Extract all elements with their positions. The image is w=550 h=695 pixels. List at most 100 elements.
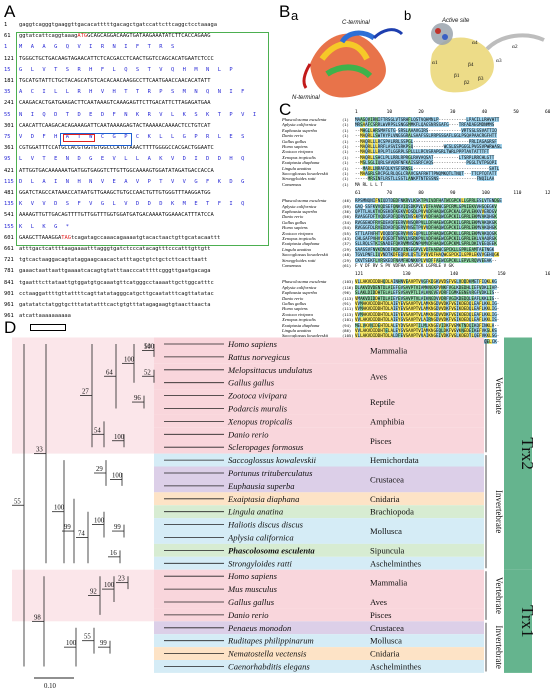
taxon-group-label: Reptile xyxy=(370,397,395,407)
alignment-row-start: (1) xyxy=(342,127,349,133)
protein-ribbon-b xyxy=(430,23,545,93)
taxon-label: Euphausia superba xyxy=(227,481,295,491)
alignment-row-start: (113) xyxy=(342,311,354,317)
alignment-position-label: 140 xyxy=(450,272,459,278)
sequence-position: 121 xyxy=(4,55,14,62)
sequence-position: 181 xyxy=(4,78,14,84)
bootstrap-value: 99 xyxy=(100,640,107,647)
alignment-row-start: (1) xyxy=(342,149,349,155)
c-terminal-label: C-terminal xyxy=(342,20,370,26)
sequence-position: 15 xyxy=(4,66,11,73)
alignment-species-name: Homo sapiens xyxy=(282,225,308,231)
alignment-sequence: VLLAKVDIDDHQDLAINHNVEAVPTVVGFKDGKVVDSFVG… xyxy=(355,279,497,285)
taxon-group-label: Crustacea xyxy=(370,474,404,484)
bootstrap-value: 23 xyxy=(118,576,125,583)
alignment-sequence: VMAKVDIDDHTDLAIEYEVSAVPTVLAIKNGDVVDRFVGI… xyxy=(355,295,500,301)
sequence-position: 241 xyxy=(4,100,14,107)
alignment-species-name: Aplysia californica xyxy=(282,284,317,290)
sequence-position: 61 xyxy=(4,33,11,40)
trx2-label: Trx2 xyxy=(518,437,537,469)
bootstrap-value: 98 xyxy=(34,614,41,621)
alignment-row-start: (1) xyxy=(342,160,349,166)
amino-acid-text: V D F H A T W C G P C K L L G P R L E S xyxy=(19,134,247,140)
active-site-box xyxy=(63,134,95,142)
alignment-species-name: Danio rerio xyxy=(282,133,304,139)
sequence-position: 481 xyxy=(4,190,14,196)
bootstrap-value: 16 xyxy=(110,550,117,557)
alignment-position-label: 40 xyxy=(481,110,488,115)
bootstrap-value: 54 xyxy=(94,427,101,434)
amino-acid-text: G L V T S R H F L Q S T V Q H M N L P xyxy=(19,66,236,73)
taxon-label: Phascolosoma esculenta xyxy=(228,545,315,555)
bootstrap-value: 64 xyxy=(106,369,113,376)
protein-ribbon-a xyxy=(302,28,404,98)
bootstrap-value: 100 xyxy=(54,505,65,512)
alignment-position-label: 150 xyxy=(497,272,506,278)
trx1-label: Trx1 xyxy=(518,605,537,637)
clade-band xyxy=(154,634,484,648)
alignment-species-name: Consensus xyxy=(282,263,302,268)
bootstrap-value: 100 xyxy=(144,343,155,350)
taxon-label: Danio rerio xyxy=(227,610,269,620)
clade-bracket-label: Vertebrate xyxy=(494,577,504,614)
alignment-species-name: Consensus xyxy=(282,181,302,187)
alignment-position-label: 120 xyxy=(545,191,550,197)
alignment-row-start: (86) xyxy=(342,328,352,333)
clade-band xyxy=(154,453,484,467)
alignment-sequence: MELVKVNIDEHTDLALEYDVSAVPTILMLKNGEVIDKFVG… xyxy=(355,322,500,328)
alignment-sequence: ---MARLLNRAFQLKYSFSRNSL-----------------… xyxy=(355,165,500,171)
alignment-position-label: 20 xyxy=(418,110,424,115)
alignment-row-start: (36) xyxy=(342,209,352,214)
clade-bracket-label: Invertebrate xyxy=(494,490,504,533)
alignment-sequence: --MAQRLLSWTKYPLVNGSGRALSAAFSSLRRPSSGAFLG… xyxy=(355,133,497,139)
sequence-position: 601 xyxy=(4,234,14,241)
taxon-label: Scleropages formosus xyxy=(228,442,304,452)
alignment-species-name: Lingula anatina xyxy=(282,328,311,333)
taxon-group-label: Pisces xyxy=(370,610,392,620)
alignment-species-name: Saccoglossus kowalevskii xyxy=(282,252,329,258)
sequence-position: 1 xyxy=(4,22,8,28)
clade-band xyxy=(154,660,484,673)
alignment-sequence: --MAAGRLSRCPGLRLQGLCRAVCGAFRHTTPNQMKQTLT… xyxy=(355,171,497,176)
alignment-sequence: SAASSVFNVKDNDDFKDKVINSEGPVLVDFHAEWCGPCKL… xyxy=(355,246,495,252)
alignment-row-start: (61) xyxy=(342,263,352,268)
secondary-structure-label: β2 xyxy=(464,80,470,86)
alignment-species-name: Gallus gallus xyxy=(282,301,307,306)
alignment-position-label: 160 xyxy=(545,272,550,278)
bootstrap-value: 100 xyxy=(124,356,135,363)
clade-band xyxy=(154,427,484,454)
clade-band xyxy=(154,518,484,544)
nucleotide-text: tgaatttcttataattgtggatgtgcaaatgttcatgggc… xyxy=(19,279,214,286)
alignment-sequence: RVGSEHDFRVSDEADFEERVVNSQRPVLLDFHAEWCGPCK… xyxy=(355,219,497,225)
alignment-sequence: TGVLPNFLIQVNDTKDFEQRVLQSTLPVVVDFHAQWCGPC… xyxy=(355,252,500,258)
bootstrap-value: 100 xyxy=(104,582,115,589)
alignment-position-label: 90 xyxy=(450,191,456,197)
alignment-species-name: Lingula anatina xyxy=(282,246,311,252)
alignment-species-name: Phascolosoma esculenta xyxy=(282,198,327,204)
nucleotide-text: CGTGGATTTCCATGCCACGTGGTGTGGCCCATGTAAACTT… xyxy=(19,145,214,152)
alignment-row-start: (1) xyxy=(342,133,349,139)
taxon-group-label: Aves xyxy=(370,597,388,607)
alignment-species-name: Xenopus tropicalis xyxy=(282,154,316,160)
secondary-structure-label: α4 xyxy=(472,40,478,46)
structure-illustration: C-terminal N-terminal Active site α4α3β4… xyxy=(292,18,545,101)
alignment-row-start: (1) xyxy=(342,176,349,182)
sequence-position: 155 xyxy=(4,223,14,230)
amino-acid-text: N I Q D T D E D F N K R V L K S K T P V … xyxy=(19,111,259,118)
bootstrap-value: 100 xyxy=(114,434,125,441)
alignment-sequence: SLAKLDIDDHTELALEFSVSAVPTLIALKNGVEVDRFIGM… xyxy=(355,290,500,296)
alignment-ruler: 61708090100110120 xyxy=(355,191,550,199)
alignment-species-name: Exaiptasia diaphana xyxy=(282,241,320,247)
taxon-label: Gallus gallus xyxy=(228,597,275,607)
alignment-sequence: MA RL L L T xyxy=(355,181,383,187)
alignment-sequence: RVGSGFDLRVEDDADFQERVVNSETPVVVDFHAQWCGPCK… xyxy=(355,225,497,231)
alignment-species-name: Strongyloides ratti xyxy=(282,176,316,182)
alignment-position-label: 50 xyxy=(513,110,519,115)
alignment-row-start: (101) xyxy=(342,317,354,323)
